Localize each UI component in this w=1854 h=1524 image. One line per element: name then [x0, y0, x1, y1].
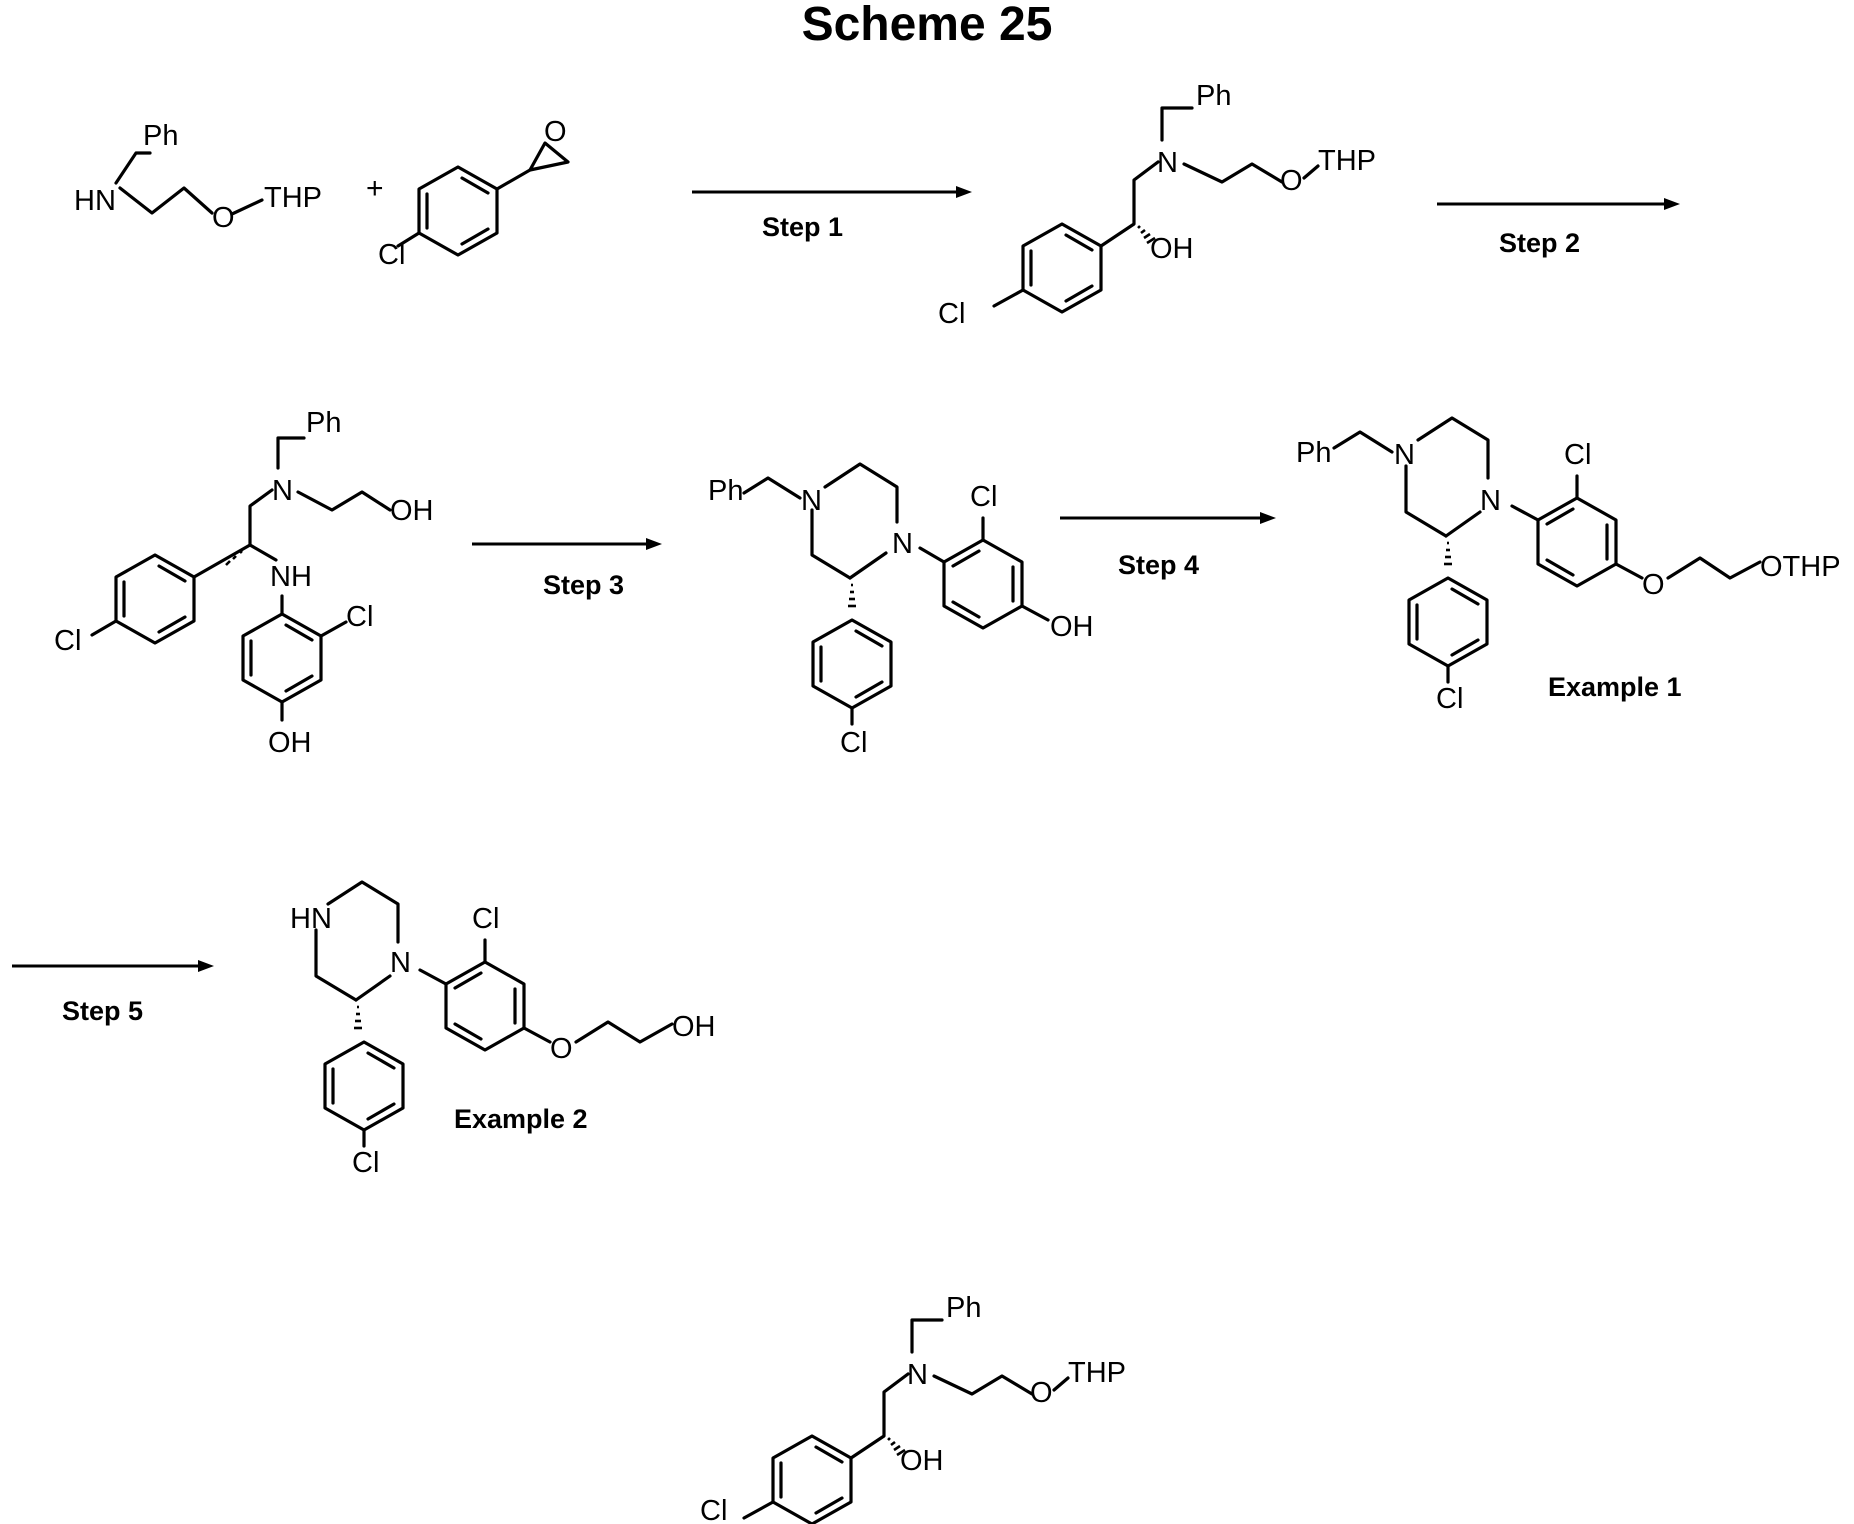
- compound-benzylpiperazine-phenol: Ph N N Cl OH Cl: [708, 464, 1094, 759]
- hashed-wedge-bond: [848, 585, 856, 606]
- step-2-label: Step 2: [1499, 228, 1580, 258]
- atom-label-ph: Ph: [1196, 80, 1231, 112]
- arrow-step-2: Step 2: [1437, 198, 1680, 258]
- atom-label-n: N: [801, 485, 822, 517]
- atom-label-cl: Cl: [938, 298, 965, 330]
- atom-label-oh: OH: [672, 1011, 716, 1043]
- step-5-label: Step 5: [62, 996, 143, 1026]
- atom-label-cl: Cl: [54, 625, 81, 657]
- atom-label-nh: NH: [270, 561, 312, 593]
- step-4-label: Step 4: [1118, 550, 1199, 580]
- atom-label-oh: OH: [1050, 611, 1094, 643]
- compound-aniline-intermediate: Ph N OH NH Cl Cl OH: [54, 407, 434, 759]
- atom-label-cl: Cl: [1564, 439, 1591, 471]
- atom-label-o: O: [1280, 165, 1303, 197]
- atom-label-o: O: [1642, 569, 1665, 601]
- compound-amino-alcohol-thp: Ph N O THP OH Cl: [938, 80, 1376, 330]
- atom-label-n: N: [1394, 439, 1415, 471]
- atom-label-o: O: [212, 202, 235, 234]
- atom-label-oh: OH: [900, 1445, 944, 1477]
- step-1-label: Step 1: [762, 212, 843, 242]
- atom-label-cl: Cl: [378, 239, 405, 271]
- arrow-step-3: Step 3: [472, 538, 662, 600]
- atom-label-cl: Cl: [840, 727, 867, 759]
- arrow-step-4: Step 4: [1060, 512, 1276, 580]
- atom-label-n: N: [1157, 147, 1178, 179]
- atom-label-hn: HN: [290, 903, 332, 935]
- atom-label-othp: OTHP: [1760, 551, 1841, 583]
- atom-label-ph: Ph: [143, 120, 178, 152]
- plus-sign: +: [366, 172, 384, 205]
- atom-label-cl: Cl: [700, 1495, 727, 1524]
- step-3-label: Step 3: [543, 570, 624, 600]
- atom-label-ph: Ph: [708, 475, 743, 507]
- compound-example-2: HN N Cl O OH Cl Example 2: [290, 882, 716, 1179]
- compound-chlorophenyl-epoxide: O Cl: [378, 116, 568, 271]
- arrow-step-1: Step 1: [692, 186, 972, 242]
- atom-label-thp: THP: [1318, 145, 1376, 177]
- atom-label-cl: Cl: [346, 601, 373, 633]
- atom-label-n: N: [892, 528, 913, 560]
- atom-label-oh: OH: [268, 727, 312, 759]
- atom-label-cl: Cl: [352, 1147, 379, 1179]
- atom-label-cl: Cl: [970, 481, 997, 513]
- atom-label-cl: Cl: [1436, 683, 1463, 715]
- atom-label-o: O: [544, 116, 567, 148]
- atom-label-o: O: [550, 1033, 573, 1065]
- example-2-label: Example 2: [454, 1104, 588, 1134]
- example-1-label: Example 1: [1548, 672, 1682, 702]
- hashed-wedge-bond: [354, 1007, 362, 1028]
- arrow-step-5: Step 5: [12, 960, 214, 1026]
- atom-label-n: N: [272, 475, 293, 507]
- atom-label-oh: OH: [390, 495, 434, 527]
- compound-benzylamine-thp: Ph HN O THP: [74, 120, 322, 234]
- atom-label-ph: Ph: [306, 407, 341, 439]
- atom-label-n: N: [390, 947, 411, 979]
- compound-example-1: Ph N N Cl O OTHP Cl Example 1: [1296, 418, 1841, 715]
- scheme-title: Scheme 25: [802, 0, 1053, 51]
- compound-amino-alcohol-thp-repeat: Ph N O THP OH Cl: [700, 1292, 1126, 1524]
- atom-label-thp: THP: [1068, 1357, 1126, 1389]
- atom-label-o: O: [1030, 1377, 1053, 1409]
- atom-label-hn: HN: [74, 185, 116, 217]
- hashed-wedge-bond: [1444, 543, 1452, 564]
- atom-label-oh: OH: [1150, 233, 1194, 265]
- atom-label-thp: THP: [264, 182, 322, 214]
- atom-label-ph: Ph: [946, 1292, 981, 1324]
- atom-label-n: N: [907, 1359, 928, 1391]
- atom-label-cl: Cl: [472, 903, 499, 935]
- atom-label-ph: Ph: [1296, 437, 1331, 469]
- atom-label-n: N: [1480, 485, 1501, 517]
